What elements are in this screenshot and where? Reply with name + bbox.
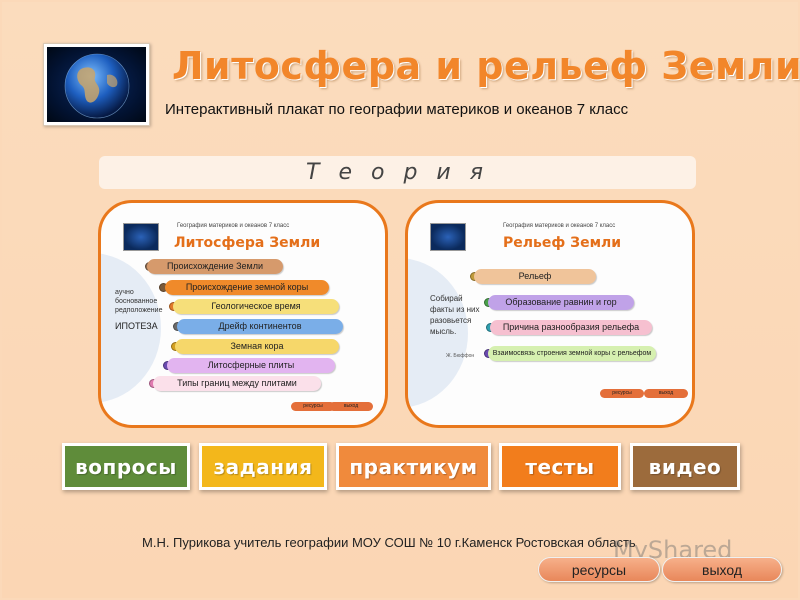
- section-label: Т е о р и я: [306, 160, 489, 185]
- globe-icon: [64, 53, 129, 118]
- poster-item-relief-diversity[interactable]: Причина разнообразия рельефа: [490, 320, 652, 335]
- section-bar-theory: Т е о р и я: [99, 156, 696, 189]
- poster-globe-icon: [430, 223, 466, 251]
- nav-button-practicum[interactable]: практикум: [336, 443, 491, 490]
- poster-item-origin-earth[interactable]: Происхождение Земли: [147, 259, 283, 274]
- globe-image: [43, 43, 150, 126]
- page-title: Литосфера и рельеф Земли: [172, 44, 800, 88]
- poster-item-geologic-time[interactable]: Геологическое время: [173, 299, 339, 314]
- poster-item-continental-drift[interactable]: Дрейф континентов: [177, 319, 343, 334]
- poster-item-earth-crust[interactable]: Земная кора: [175, 339, 339, 354]
- poster-title: Рельеф Земли: [503, 235, 622, 251]
- poster-exit-button[interactable]: выход: [644, 389, 688, 398]
- poster-title: Литосфера Земли: [174, 235, 321, 251]
- nav-button-tests[interactable]: тесты: [499, 443, 621, 490]
- poster-globe-icon: [123, 223, 159, 251]
- nav-button-tasks[interactable]: задания: [199, 443, 327, 490]
- resources-button[interactable]: ресурсы: [538, 557, 660, 582]
- poster-item-crust-relief-link[interactable]: Взаимосвязь строения земной коры с релье…: [488, 346, 656, 361]
- poster-resources-button[interactable]: ресурсы: [291, 402, 335, 411]
- poster-side-hypothesis: ИПОТЕЗА: [115, 321, 158, 331]
- poster-item-plains-mountains[interactable]: Образование равнин и гор: [488, 295, 634, 310]
- poster-side-text: аучно боснованное редположение: [115, 289, 163, 314]
- poster-resources-button[interactable]: ресурсы: [600, 389, 644, 398]
- nav-button-video[interactable]: видео: [630, 443, 740, 490]
- poster-exit-button[interactable]: выход: [329, 402, 373, 411]
- poster-relief[interactable]: География материков и океанов 7 класс Ре…: [405, 200, 695, 428]
- poster-side-text: Собирай факты из них разовьется мысль.: [430, 294, 480, 336]
- poster-item-plate-boundaries[interactable]: Типы границ между плитами: [153, 376, 321, 391]
- poster-item-plates[interactable]: Литосферные плиты: [167, 358, 335, 373]
- page-subtitle: Интерактивный плакат по географии матери…: [165, 101, 629, 118]
- poster-item-relief[interactable]: Рельеф: [474, 269, 596, 284]
- poster-lithosphere[interactable]: География материков и океанов 7 класс Ли…: [98, 200, 388, 428]
- author-credits: М.Н. Пурикова учитель географии МОУ СОШ …: [142, 535, 636, 550]
- nav-button-questions[interactable]: вопросы: [62, 443, 190, 490]
- poster-side-author: Ж. Бюффон: [446, 353, 475, 359]
- exit-button[interactable]: выход: [662, 557, 782, 582]
- poster-item-origin-crust[interactable]: Происхождение земной коры: [165, 280, 329, 295]
- poster-caption: География материков и океанов 7 класс: [503, 223, 616, 229]
- poster-caption: География материков и океанов 7 класс: [177, 223, 290, 229]
